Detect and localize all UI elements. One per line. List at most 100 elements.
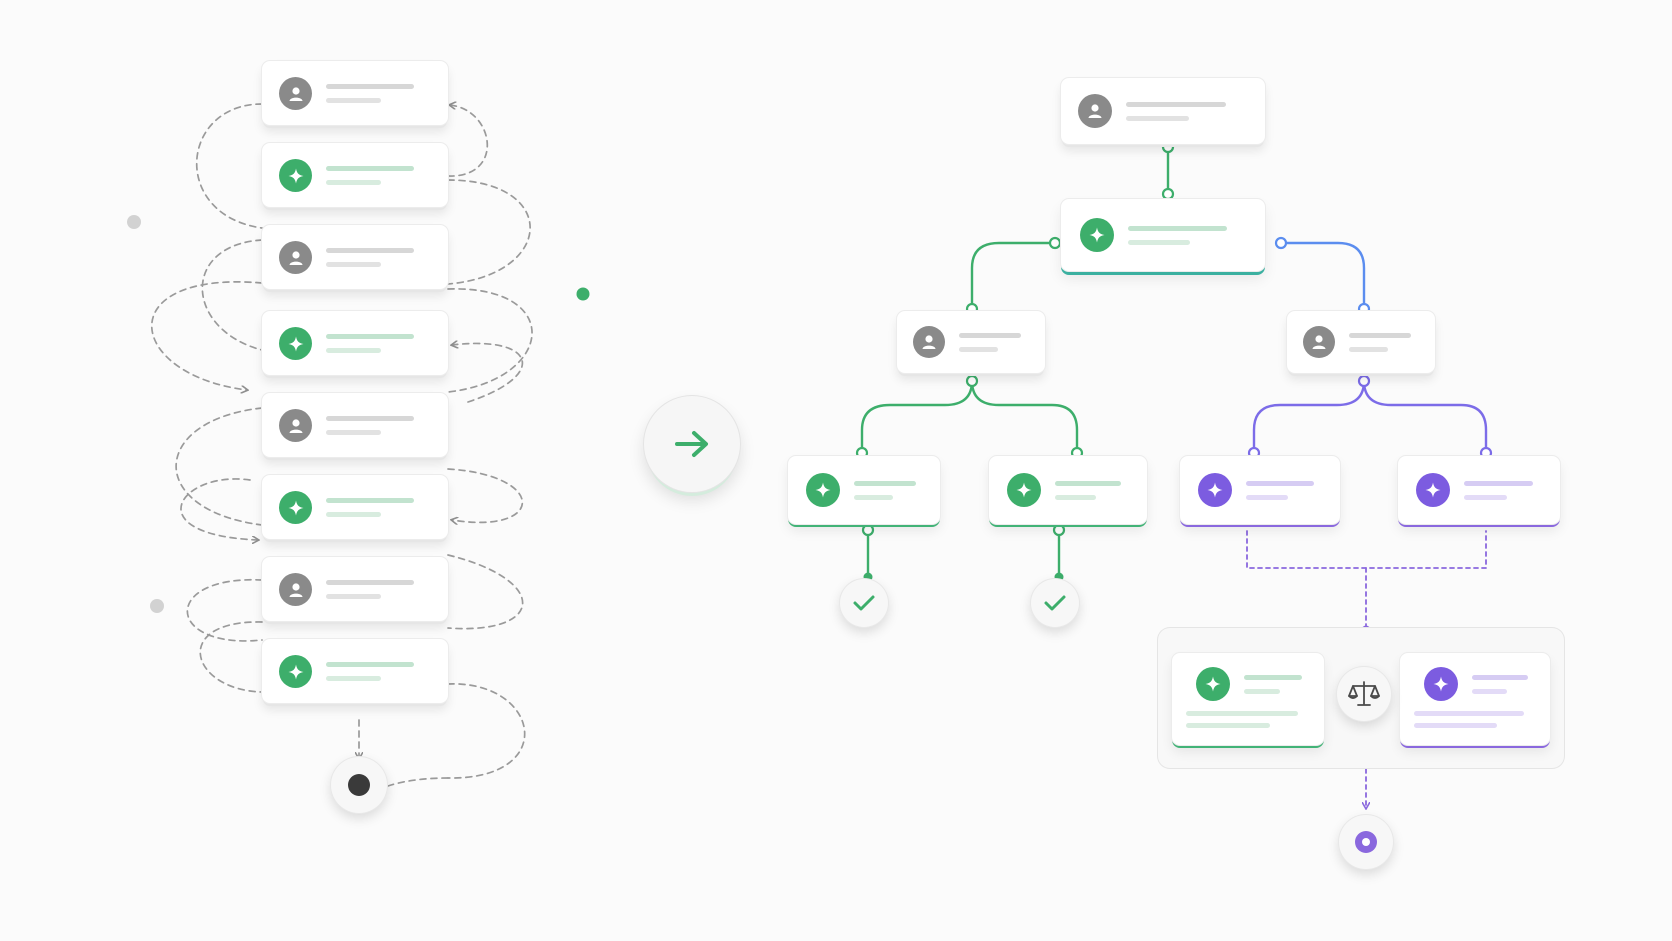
user-message-card <box>262 557 448 621</box>
loop-link <box>186 579 263 642</box>
port-dot <box>1357 302 1371 316</box>
leaf-link <box>970 379 1079 455</box>
ai-response-card <box>1400 653 1550 745</box>
balance-scale-icon <box>1337 667 1391 721</box>
sparkle-icon <box>806 473 840 507</box>
text-placeholder-line <box>326 334 414 339</box>
loop-link <box>201 239 263 351</box>
ai-response-card <box>1172 653 1324 745</box>
blue-branch-link <box>1279 241 1366 311</box>
merge-links <box>1246 530 1487 808</box>
text-placeholder-line <box>1464 481 1533 486</box>
port-dot <box>1161 187 1175 201</box>
loop-link <box>447 554 524 630</box>
loop-link <box>447 683 526 779</box>
person-icon <box>279 241 312 274</box>
sparkle-icon <box>1196 667 1230 701</box>
port-dot <box>1274 236 1288 250</box>
sparkle-icon <box>279 655 312 688</box>
text-placeholder-line <box>854 495 893 500</box>
text-placeholder-line <box>959 333 1021 338</box>
loop-link <box>180 478 258 540</box>
user-message-card <box>262 393 448 457</box>
person-icon <box>279 573 312 606</box>
person-icon <box>1078 94 1112 128</box>
success-check <box>840 579 888 627</box>
sparkle-icon <box>279 159 312 192</box>
user-message-card <box>1287 311 1435 373</box>
port-dot <box>1054 572 1064 582</box>
loop-link <box>387 777 449 787</box>
green-branch-link <box>970 241 1057 311</box>
scatter-dot <box>127 215 141 229</box>
text-placeholder-line <box>1464 495 1507 500</box>
sparkle-icon <box>1416 473 1450 507</box>
tree-blue-links <box>1279 241 1366 311</box>
text-placeholder-line <box>326 166 414 171</box>
record-dot-icon <box>348 774 370 796</box>
port-dot <box>1161 140 1175 154</box>
text-placeholder-line <box>1246 481 1314 486</box>
loop-link <box>447 288 533 393</box>
ai-response-card <box>262 143 448 207</box>
loop-link <box>150 281 263 390</box>
scatter-dot <box>576 287 590 301</box>
text-placeholder-line <box>326 416 414 421</box>
target-icon <box>1339 815 1393 869</box>
tree-purple-links <box>1252 379 1488 455</box>
port-dot <box>861 523 875 537</box>
text-placeholder-line <box>1349 333 1411 338</box>
text-placeholder-line <box>1349 347 1388 352</box>
ai-response-card <box>1398 456 1560 524</box>
checkmark-icon <box>1044 595 1066 611</box>
ai-response-card <box>1061 199 1265 271</box>
text-placeholder-line <box>326 594 381 599</box>
arrow-right-icon <box>675 431 708 457</box>
success-check <box>1031 579 1079 627</box>
text-placeholder-line <box>854 481 916 486</box>
merge-link <box>1246 530 1487 569</box>
text-placeholder-line <box>959 347 998 352</box>
text-placeholder-line <box>326 180 381 185</box>
leaf-link <box>1362 379 1488 455</box>
text-placeholder-line <box>326 498 414 503</box>
transform-arrow-button <box>644 396 740 492</box>
ai-response-card <box>989 456 1147 524</box>
sparkle-icon <box>1424 667 1458 701</box>
text-placeholder-line <box>326 662 414 667</box>
person-icon <box>279 409 312 442</box>
sparkle-icon <box>1198 473 1232 507</box>
sparkle-icon <box>279 327 312 360</box>
loop-link <box>175 407 263 526</box>
balance-scale-icon <box>1348 681 1380 706</box>
ai-response-card <box>262 475 448 539</box>
person-icon <box>913 326 945 358</box>
ai-response-card <box>262 311 448 375</box>
port-dot <box>855 446 869 460</box>
scatter-dot <box>150 599 164 613</box>
text-placeholder-line <box>1128 226 1227 231</box>
record-dot-icon <box>331 757 387 813</box>
ai-response-card <box>262 639 448 703</box>
port-dot <box>1048 236 1062 250</box>
text-placeholder-line <box>326 98 381 103</box>
port-dot <box>863 572 873 582</box>
loop-link <box>447 468 524 522</box>
loop-link <box>195 103 263 229</box>
leaf-link <box>860 379 974 455</box>
text-placeholder-line <box>1186 711 1298 716</box>
text-placeholder-line <box>1126 116 1189 121</box>
text-placeholder-line <box>1472 675 1528 680</box>
text-placeholder-line <box>1472 689 1507 694</box>
port-dot <box>965 302 979 316</box>
left-chaos-links <box>150 103 533 787</box>
text-placeholder-line <box>1246 495 1288 500</box>
text-placeholder-line <box>326 676 381 681</box>
text-placeholder-line <box>1244 675 1302 680</box>
text-placeholder-line <box>1244 689 1280 694</box>
checkmark-icon <box>853 595 875 611</box>
port-dot <box>1247 446 1261 460</box>
text-placeholder-line <box>326 348 381 353</box>
